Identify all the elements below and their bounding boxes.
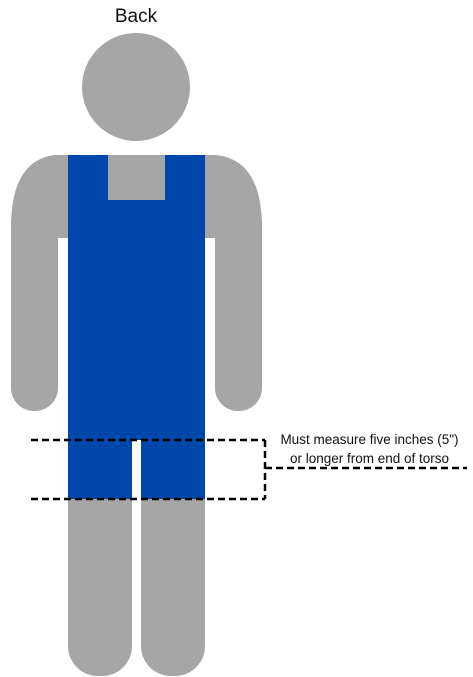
measurement-note: Must measure five inches (5") or longer … [266,430,473,468]
note-line-1: Must measure five inches (5") [280,432,459,447]
right-arm [215,200,262,411]
note-line-2: or longer from end of torso [289,451,450,466]
left-arm [11,200,58,411]
garment-back [68,155,205,499]
view-label: Back [114,6,158,27]
head [82,33,190,141]
measurement-guide [31,438,467,501]
